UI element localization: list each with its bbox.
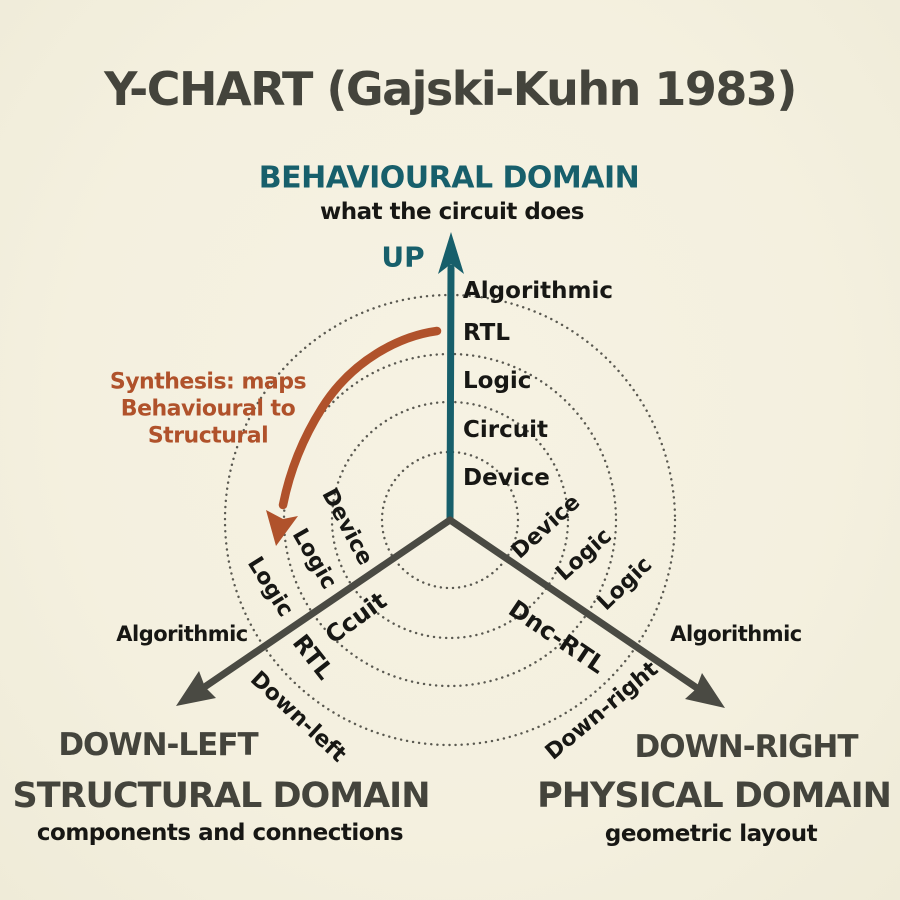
structural-level-algorithmic: Algorithmic: [116, 622, 248, 646]
behavioural-level-logic: Logic: [463, 368, 532, 394]
down-left-arrowhead-icon: [176, 671, 216, 706]
synthesis-arrow-curve: [278, 326, 442, 510]
synthesis-annotation-line2: Behavioural to: [120, 396, 296, 422]
down-right-axis-line: [446, 516, 701, 692]
down-left-heading: DOWN-LEFT: [58, 727, 258, 763]
down-right-arrowhead-icon: [685, 673, 725, 708]
up-direction-label: UP: [381, 240, 425, 274]
physical-domain-heading: PHYSICAL DOMAIN: [537, 776, 892, 816]
synthesis-annotation-line1: Synthesis: maps: [109, 369, 307, 395]
up-axis-arrowhead-icon: [438, 232, 464, 274]
physical-level-algorithmic: Algorithmic: [670, 622, 802, 646]
behavioural-level-algorithmic: Algorithmic: [463, 278, 614, 304]
behavioural-level-device: Device: [463, 465, 550, 491]
behavioural-level-circuit: Circuit: [463, 417, 548, 443]
structural-domain-heading: STRUCTURAL DOMAIN: [12, 776, 431, 816]
up-axis-line: [446, 264, 455, 524]
behavioural-domain-heading: BEHAVIOURAL DOMAIN: [258, 160, 640, 196]
dotted-ring-4: [223, 293, 677, 747]
structural-domain-subtitle: components and connections: [36, 820, 404, 846]
page-title: Y-CHART (Gajski-Kuhn 1983): [104, 62, 797, 116]
behavioural-domain-subtitle: what the circuit does: [320, 199, 584, 225]
synthesis-arrowhead-icon: [266, 510, 298, 546]
down-left-axis-line: [202, 516, 454, 690]
dotted-ring-1: [380, 450, 520, 590]
synthesis-annotation: Synthesis: maps Behavioural to Structura…: [109, 369, 307, 450]
physical-domain-subtitle: geometric layout: [604, 821, 818, 847]
behavioural-level-rtl: RTL: [463, 320, 511, 346]
synthesis-annotation-line3: Structural: [147, 423, 269, 449]
down-right-heading: DOWN-RIGHT: [634, 729, 858, 765]
